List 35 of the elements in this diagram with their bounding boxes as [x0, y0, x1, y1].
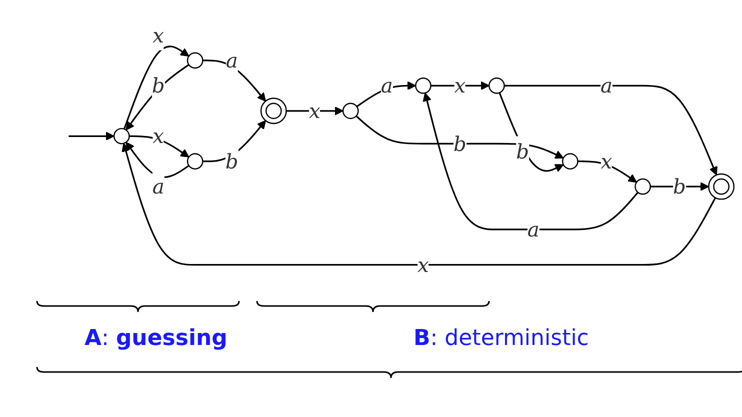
edge-label: b	[453, 132, 466, 156]
arrow	[68, 132, 114, 141]
node-circle	[342, 102, 359, 120]
node-circle	[562, 153, 578, 170]
section-label: A: guessing	[84, 326, 228, 351]
arrow	[126, 64, 190, 130]
node-circle	[415, 77, 432, 94]
node-doublecircle	[260, 98, 287, 124]
arrow	[123, 46, 190, 130]
edge-label: x	[418, 252, 429, 277]
edge-label: a	[152, 174, 164, 199]
edge-label: b	[516, 139, 529, 164]
edge-label: a	[600, 74, 612, 98]
node-circle	[186, 52, 204, 69]
node-circle	[186, 153, 204, 170]
edge-label: a	[226, 48, 238, 73]
edge-label: x	[308, 98, 320, 123]
edge-label: b	[152, 74, 165, 98]
edge-label: a	[380, 74, 393, 98]
arrow	[504, 84, 718, 176]
edge-label: a	[527, 217, 540, 242]
arrow	[356, 115, 564, 159]
node-circle	[488, 77, 505, 94]
node-circle	[113, 128, 130, 144]
arrow	[122, 143, 716, 266]
edge-label: b	[673, 174, 686, 199]
edge-label: x	[454, 74, 466, 98]
section-label: B: deterministic	[414, 326, 589, 351]
node-doublecircle	[708, 173, 735, 200]
edge-label: b	[225, 149, 238, 174]
edge-label: x	[152, 124, 164, 148]
edge-label: x	[152, 23, 164, 48]
arrow	[498, 92, 564, 172]
node-circle	[634, 178, 651, 195]
edge-label: x	[600, 149, 612, 174]
